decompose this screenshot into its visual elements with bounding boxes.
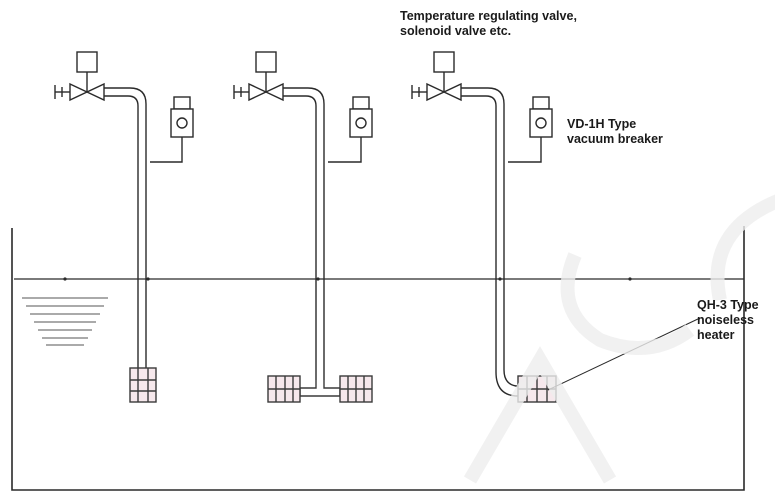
heater-2 (267, 375, 373, 403)
water-tank (11, 226, 745, 491)
vacuum-breaker-label: VD-1H Type vacuum breaker (567, 117, 663, 147)
valve-actuator-1 (76, 51, 98, 73)
steam-pipe-3 (461, 87, 518, 387)
valve-label-line-1: Temperature regulating valve, (400, 9, 577, 23)
valve-body-3 (426, 82, 462, 102)
valve-actuator-3 (433, 51, 455, 73)
heater-label-line-3: heater (697, 328, 735, 342)
heater-label: QH-3 Type noiseless heater (697, 298, 759, 343)
assembly-2 (233, 51, 373, 403)
heater-1 (129, 367, 157, 403)
heater-label-line-1: QH-3 Type (697, 298, 759, 312)
heater-label-line-2: noiseless (697, 313, 754, 327)
vacuum-breaker-2 (328, 96, 373, 163)
vacuum-breaker-label-line-2: vacuum breaker (567, 132, 663, 146)
valve-label-line-2: solenoid valve etc. (400, 24, 512, 38)
vacuum-breaker-3 (508, 96, 553, 163)
watermark-shapes (463, 194, 775, 484)
tank-outline (11, 226, 745, 491)
steam-pipe-2 (283, 87, 325, 380)
valve-label: Temperature regulating valve, solenoid v… (400, 9, 577, 39)
vacuum-breaker-1 (150, 96, 194, 163)
water-surface-dots (63, 277, 632, 281)
water-level-symbol (22, 297, 108, 346)
assembly-1 (54, 51, 194, 403)
valve-body-1 (69, 82, 105, 102)
assembly-3 (411, 51, 557, 403)
heater-leader-line (547, 317, 701, 391)
steam-pipe-1 (104, 87, 147, 368)
vacuum-breaker-label-line-1: VD-1H Type (567, 117, 637, 131)
valve-body-2 (248, 82, 284, 102)
valve-actuator-2 (255, 51, 277, 73)
